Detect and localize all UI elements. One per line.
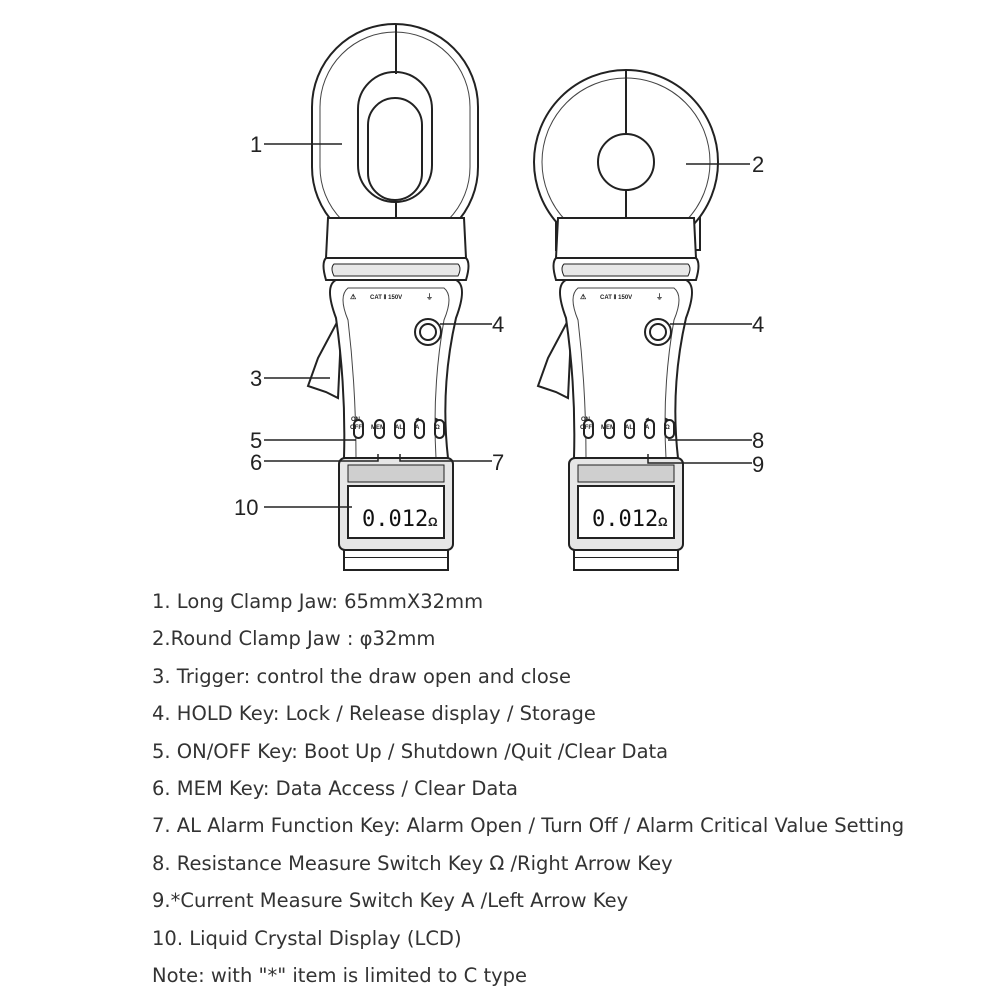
legend-item: 3. Trigger: control the draw open and cl… (152, 664, 571, 688)
btn-label-ohm: Ω (665, 425, 670, 431)
legend-item: 6. MEM Key: Data Access / Clear Data (152, 776, 518, 800)
parts-legend: 1. Long Clamp Jaw: 65mmX32mm 2.Round Cla… (152, 588, 992, 999)
legend-note: Note: with "*" item is limited to C type (152, 963, 528, 987)
callout-4-right: 4 (752, 312, 764, 337)
lcd-unit: Ω (658, 515, 668, 529)
rating-label: CAT Ⅱ 150V (600, 294, 632, 301)
legend-item: 7. AL Alarm Function Key: Alarm Open / T… (152, 814, 905, 838)
legend-item: 4. HOLD Key: Lock / Release display / St… (152, 702, 596, 726)
callout-2: 2 (752, 152, 764, 177)
callout-1: 1 (250, 132, 262, 157)
callout-5: 5 (250, 428, 262, 453)
btn-label-a: A (415, 425, 420, 431)
btn-label-left-arrow: ◄ (414, 417, 420, 423)
btn-label-al: AL (625, 425, 633, 431)
btn-label-off: OFF (350, 425, 362, 431)
callout-4-left: 4 (492, 312, 504, 337)
callout-3: 3 (250, 366, 262, 391)
callout-7: 7 (492, 450, 504, 475)
btn-label-on: ON (581, 417, 590, 423)
long-clamp-jaw (311, 23, 479, 251)
ground-icon: ⏚ (426, 293, 433, 301)
legend-item: 2.Round Clamp Jaw : φ32mm (152, 627, 436, 651)
clamp-meter-diagram: ⚠ CAT Ⅱ 150V ⏚ ON OFF MEM AL ◄ A ► Ω 0.0… (234, 23, 764, 571)
btn-label-left-arrow: ◄ (644, 417, 650, 423)
btn-label-al: AL (395, 425, 403, 431)
legend-item: 1. Long Clamp Jaw: 65mmX32mm (152, 590, 484, 613)
btn-label-mem: MEM (601, 425, 615, 431)
legend-item: 10. Liquid Crystal Display (LCD) (152, 926, 462, 950)
btn-label-right-arrow: ► (434, 417, 440, 423)
ground-icon: ⏚ (656, 293, 663, 301)
right-meter: ⚠ CAT Ⅱ 150V ⏚ ON OFF MEM AL ◄ A ► Ω 0.0… (533, 69, 719, 571)
legend-item: 9.*Current Measure Switch Key A /Left Ar… (152, 889, 629, 913)
btn-label-off: OFF (580, 425, 592, 431)
rating-label: CAT Ⅱ 150V (370, 294, 402, 301)
callout-10: 10 (234, 495, 258, 520)
btn-label-ohm: Ω (435, 425, 440, 431)
btn-label-on: ON (351, 417, 360, 423)
callout-6: 6 (250, 450, 262, 475)
left-meter: ⚠ CAT Ⅱ 150V ⏚ ON OFF MEM AL ◄ A ► Ω 0.0… (307, 23, 479, 571)
warning-icon: ⚠ (350, 293, 357, 301)
lcd-unit: Ω (428, 515, 438, 529)
lcd-reading: 0.012 (592, 507, 658, 532)
btn-label-a: A (645, 425, 650, 431)
legend-item: 5. ON/OFF Key: Boot Up / Shutdown /Quit … (152, 739, 669, 763)
callout-lines (264, 143, 752, 508)
lcd-reading: 0.012 (362, 507, 428, 532)
warning-icon: ⚠ (580, 293, 587, 301)
legend-item: 8. Resistance Measure Switch Key Ω /Righ… (152, 851, 673, 875)
btn-label-mem: MEM (371, 425, 385, 431)
callout-9: 9 (752, 452, 764, 477)
callout-8: 8 (752, 428, 764, 453)
btn-label-right-arrow: ► (664, 417, 670, 423)
